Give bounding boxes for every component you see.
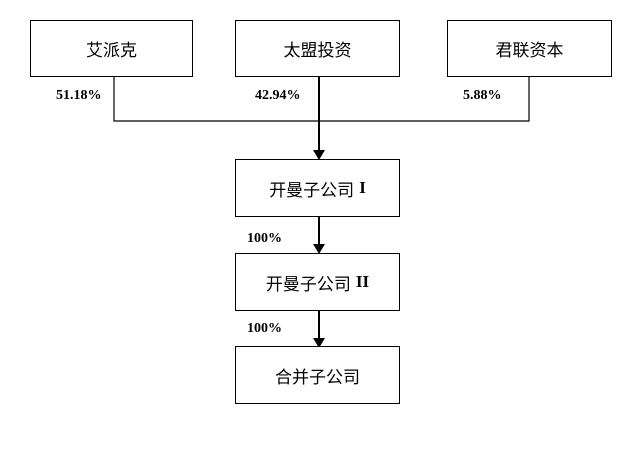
shareholder-name: 太盟投资 <box>283 41 352 61</box>
shareholder-box-epic: 艾派克 <box>30 20 193 77</box>
subsidiary-box-merger-sub: 合并子公司 <box>235 346 400 404</box>
subsidiary-suffix: II <box>355 272 370 291</box>
subsidiary-box-cayman-2: 开曼子公司 II <box>235 253 400 311</box>
subsidiary-suffix: I <box>359 178 366 197</box>
subsidiary-name: 开曼子公司 <box>265 274 351 295</box>
share-percent: 100% <box>247 321 282 336</box>
subsidiary-name: 合并子公司 <box>275 367 360 388</box>
subsidiary-name: 开曼子公司 <box>269 180 355 201</box>
shareholder-name: 君联资本 <box>495 41 564 61</box>
arrowhead-2 <box>313 244 325 254</box>
arrowhead-3 <box>313 338 325 348</box>
shareholder-name: 艾派克 <box>86 41 137 61</box>
subsidiary-box-cayman-1: 开曼子公司 I <box>235 159 400 217</box>
shareholder-box-legend-capital: 君联资本 <box>447 20 612 77</box>
arrowhead-1 <box>313 150 325 160</box>
left-connector <box>113 76 319 122</box>
shareholder-box-pag: 太盟投资 <box>235 20 400 77</box>
share-percent: 42.94% <box>255 88 301 103</box>
share-percent: 5.88% <box>463 88 502 103</box>
share-percent: 100% <box>247 231 282 246</box>
share-percent: 51.18% <box>56 88 102 103</box>
right-connector <box>319 76 530 122</box>
